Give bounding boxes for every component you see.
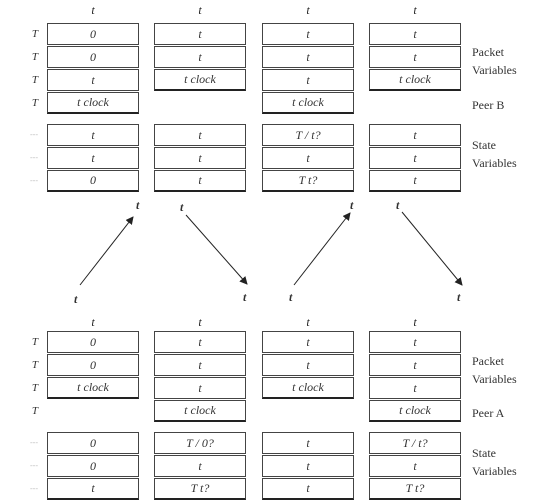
top-packet-cell: t [154,46,246,68]
top-state-cell: t [154,147,246,169]
bottom-state-label-3: --- [30,484,38,493]
bottom-state-label-1: --- [30,438,38,447]
bottom-state-cell: 0 [47,455,139,477]
bottom-state-cell: T / 0? [154,432,246,454]
bottom-state-cell: t [369,455,461,477]
arrow-3 [293,212,351,286]
bottom-state-cell: t [262,478,354,500]
top-row-label-3: T [31,74,38,86]
bottom-row-label-2: T [31,359,38,371]
bottom-state-label-2: --- [30,461,38,470]
top-packet-cell: t [262,23,354,45]
top-packet-label-2: Variables [472,63,517,77]
bottom-state-cell: t [154,455,246,477]
bottom-col-head-2: t [198,315,202,329]
top-state-cell: t [262,147,354,169]
arrow-top-label-1: t [136,198,140,212]
bottom-packet-cell: t [369,354,461,376]
top-state-cell: T t? [262,170,354,192]
arrow-bottom-label-2: t [243,290,247,304]
bottom-state-cell: T t? [369,478,461,500]
bottom-packet-cell: t [369,331,461,353]
top-state-cell: t [369,170,461,192]
bottom-packet-label-1: Packet [472,354,504,368]
top-state-label-2: Variables [472,156,517,170]
arrow-top-label-2: t [180,200,184,214]
bottom-col-head-4: t [413,315,417,329]
top-packet-cell: t [262,69,354,91]
bottom-row-label-4: T [31,405,38,417]
top-packet-cell: 0 [47,46,139,68]
top-packet-cell: 0 [47,23,139,45]
top-state-cell: T / t? [262,124,354,146]
arrow-bottom-label-3: t [289,290,293,304]
top-packet-cell: t clock [369,69,461,91]
top-packet-cell: t [47,69,139,91]
top-state-cell: t [369,147,461,169]
top-packet-cell: t clock [47,92,139,114]
bottom-packet-cell: t [369,377,461,399]
top-col-head-1: t [91,3,95,17]
top-packet-cell: t [369,23,461,45]
arrow-4 [401,211,463,286]
top-row-label-1: T [31,28,38,40]
bottom-packet-cell: 0 [47,354,139,376]
bottom-state-cell: t [47,478,139,500]
top-row-label-2: T [31,51,38,63]
top-state-cell: t [47,147,139,169]
bottom-packet-label-2: Variables [472,372,517,386]
bottom-peer-label: Peer A [472,406,505,420]
bottom-state-cell: T t? [154,478,246,500]
arrow-top-label-3: t [350,198,354,212]
top-packet-cell: t [262,46,354,68]
bottom-packet-cell: t [154,331,246,353]
top-state-label-2: --- [30,153,38,162]
bottom-packet-cell: t clock [47,377,139,399]
bottom-packet-cell: t [262,354,354,376]
top-state-label-1: State [472,138,496,152]
top-state-cell: t [154,170,246,192]
arrow-2 [185,214,248,285]
top-col-head-4: t [413,3,417,17]
bottom-col-head-1: t [91,315,95,329]
bottom-state-cell: 0 [47,432,139,454]
arrow-1 [79,216,134,286]
top-row-label-4: T [31,97,38,109]
top-col-head-2: t [198,3,202,17]
bottom-packet-cell: t clock [369,400,461,422]
bottom-state-cell: t [262,455,354,477]
bottom-packet-cell: t [154,354,246,376]
bottom-row-label-3: T [31,382,38,394]
top-state-cell: t [154,124,246,146]
bottom-state-label-2: Variables [472,464,517,478]
top-state-cell: 0 [47,170,139,192]
bottom-state-cell: T / t? [369,432,461,454]
top-packet-cell: t [369,46,461,68]
bottom-packet-cell: t [154,377,246,399]
arrow-bottom-label-1: t [74,292,78,306]
top-state-cell: t [369,124,461,146]
top-packet-label-1: Packet [472,45,504,59]
top-state-label-1: --- [30,130,38,139]
bottom-row-label-1: T [31,336,38,348]
bottom-state-cell: t [262,432,354,454]
bottom-packet-cell: 0 [47,331,139,353]
arrow-top-label-4: t [396,198,400,212]
top-packet-cell: t clock [154,69,246,91]
arrow-bottom-label-4: t [457,290,461,304]
top-state-label-3: --- [30,176,38,185]
top-peer-label: Peer B [472,98,505,112]
bottom-state-label-1: State [472,446,496,460]
top-packet-cell: t [154,23,246,45]
bottom-col-head-3: t [306,315,310,329]
top-state-cell: t [47,124,139,146]
top-packet-cell: t clock [262,92,354,114]
bottom-packet-cell: t clock [262,377,354,399]
bottom-packet-cell: t clock [154,400,246,422]
top-col-head-3: t [306,3,310,17]
bottom-packet-cell: t [262,331,354,353]
